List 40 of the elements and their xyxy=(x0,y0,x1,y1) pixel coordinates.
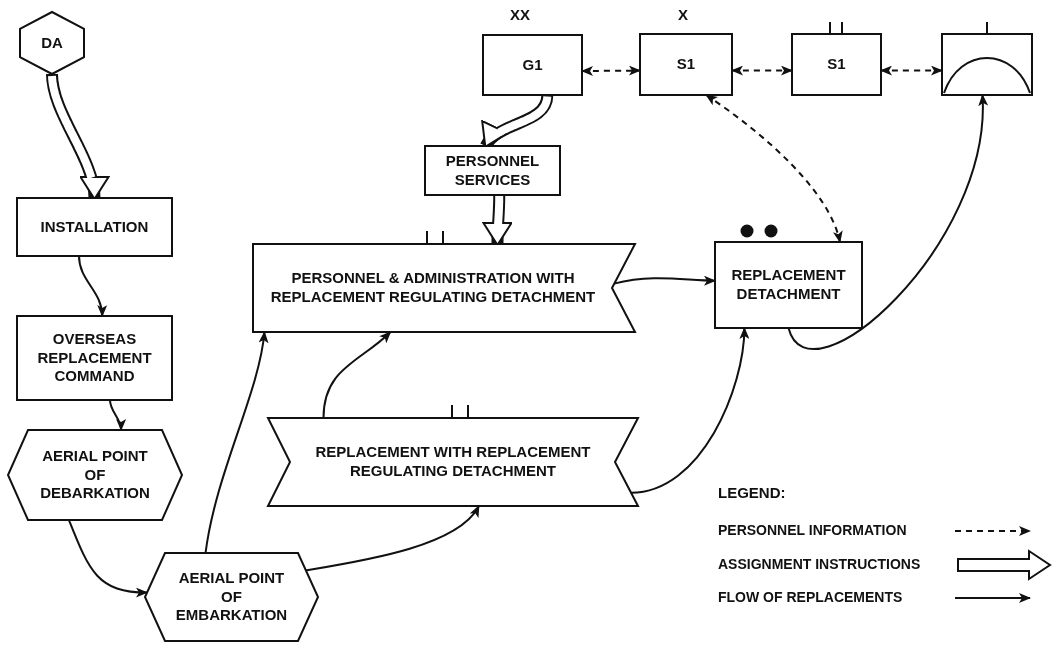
process-box xyxy=(425,146,560,195)
arrow xyxy=(204,331,268,554)
arrow xyxy=(109,399,126,431)
hexagon-node xyxy=(145,553,318,641)
arrow xyxy=(78,255,107,317)
arrow xyxy=(630,327,749,494)
arrow xyxy=(322,331,392,419)
legend-title: LEGEND: xyxy=(718,484,786,501)
legend-text: ASSIGNMENT INSTRUCTIONS xyxy=(718,556,921,572)
node-text: INSTALLATION xyxy=(40,217,149,237)
node-text: G1 xyxy=(522,55,543,75)
node-text: REPLACEMENT WITH REPLACEMENT REGULATING DETACHMENT xyxy=(314,443,592,481)
process-box xyxy=(792,34,881,95)
legend-text: PERSONNEL INFORMATION xyxy=(718,522,907,538)
process-box xyxy=(17,198,172,256)
process-box xyxy=(640,34,732,95)
arrow xyxy=(787,94,988,350)
flag-box xyxy=(253,244,635,332)
node-text: S1 xyxy=(676,55,696,74)
node-text: AERIAL POINT OF EMBARKATION xyxy=(174,568,289,626)
arrow xyxy=(67,519,148,598)
echelon-label: X xyxy=(678,6,688,23)
process-box xyxy=(483,35,582,95)
echelon-label: XX xyxy=(510,6,530,23)
node-text: OVERSEAS REPLACEMENT COMMAND xyxy=(36,329,153,387)
node-text: PERSONNEL SERVICES xyxy=(444,151,541,190)
node-text: AERIAL POINT OF DEBARKATION xyxy=(39,446,151,504)
hexagon-node xyxy=(20,12,84,74)
hexagon-node xyxy=(8,430,182,520)
node-text: S1 xyxy=(827,55,846,74)
node-text: REPLACEMENT DETACHMENT xyxy=(730,266,847,304)
process-box xyxy=(17,316,172,400)
notched-box xyxy=(268,418,638,506)
dashed-arrow xyxy=(705,94,842,243)
arrow xyxy=(304,505,480,572)
process-box xyxy=(715,242,862,328)
node-text: PERSONNEL & ADMINISTRATION WITH REPLACEMENT REGULATING DETACHMENT xyxy=(269,269,597,307)
node-text: DA xyxy=(41,33,63,53)
unit-symbol-box xyxy=(942,34,1032,95)
legend-text: FLOW OF REPLACEMENTS xyxy=(718,589,903,605)
